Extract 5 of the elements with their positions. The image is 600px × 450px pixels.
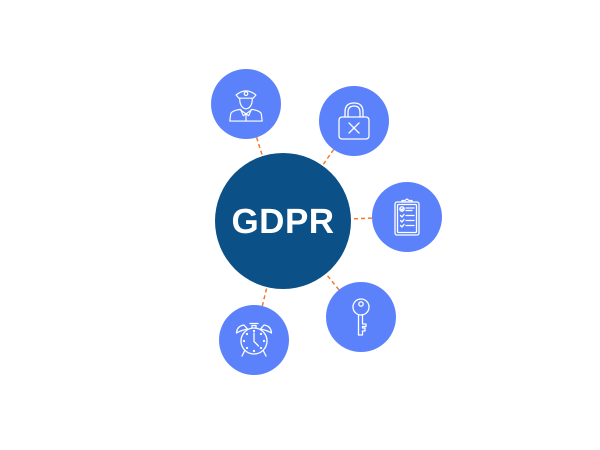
dashed-connector (256, 137, 264, 156)
dashed-connector (262, 286, 268, 306)
dashed-connector (325, 273, 340, 290)
dashed-connector (322, 149, 334, 166)
hub-label: GDPR (231, 204, 335, 238)
